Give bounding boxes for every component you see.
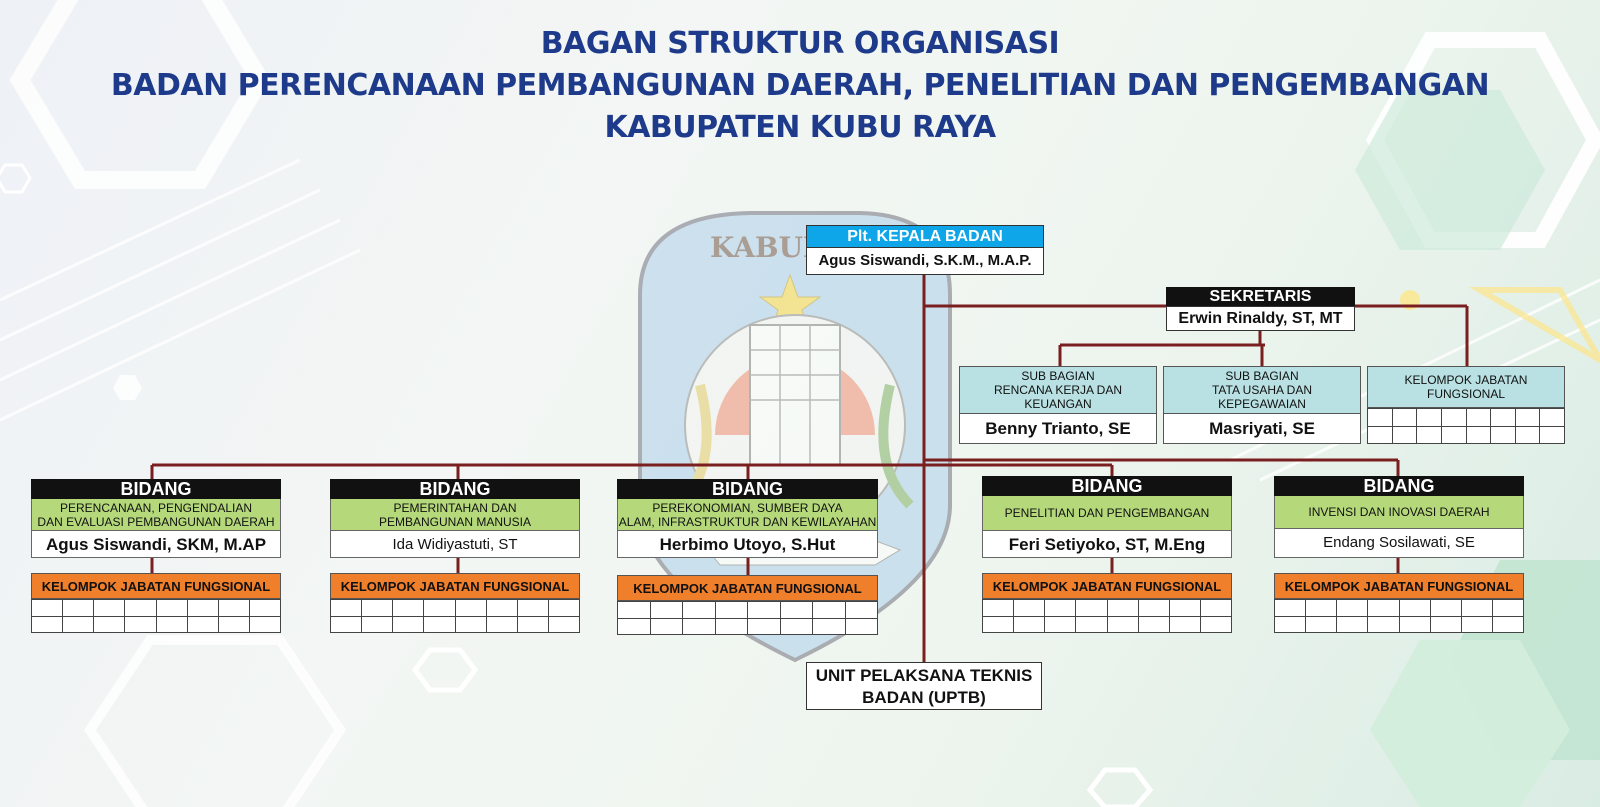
- uptb-box: UNIT PELAKSANA TEKNIS BADAN (UPTB): [806, 662, 1042, 710]
- bidang-5-subtitle: INVENSI DAN INOVASI DAERAH: [1274, 496, 1524, 528]
- bidang-2-name: Ida Widiyastuti, ST: [330, 530, 580, 558]
- bidang-4-kelompok-jabatan: KELOMPOK JABATAN FUNGSIONAL: [982, 573, 1232, 599]
- bidang-5-head: BIDANG: [1274, 476, 1524, 496]
- bidang-4-head: BIDANG: [982, 476, 1232, 496]
- chart-title-line-2: BADAN PERENCANAAN PEMBANGUNAN DAERAH, PE…: [110, 68, 1490, 103]
- uptb-line-2: BADAN (UPTB): [862, 688, 986, 707]
- bidang-3-kelompok-grid: [617, 601, 878, 635]
- bidang-4-kelompok-grid: [981, 599, 1233, 633]
- bidang-5-name: Endang Sosilawati, SE: [1274, 528, 1524, 558]
- kelompok-jabatan-sekretariat-grid: [1367, 408, 1565, 444]
- bidang-1-name: Agus Siswandi, SKM, M.AP: [31, 530, 281, 558]
- sekretaris-name: Erwin Rinaldy, ST, MT: [1166, 306, 1355, 331]
- sub-bagian-2-name: Masriyati, SE: [1163, 414, 1361, 444]
- sub-bagian-1-title: SUB BAGIAN RENCANA KERJA DAN KEUANGAN: [959, 366, 1157, 414]
- bidang-2-kelompok-grid: [329, 599, 581, 633]
- chart-title-line-1: BAGAN STRUKTUR ORGANISASI: [540, 26, 1060, 61]
- bidang-3-head: BIDANG: [617, 479, 878, 499]
- bidang-1-kelompok-jabatan: KELOMPOK JABATAN FUNGSIONAL: [31, 573, 281, 599]
- bidang-5-kelompok-grid: [1273, 599, 1525, 633]
- chart-title-line-3: KABUPATEN KUBU RAYA: [604, 110, 996, 145]
- kepala-badan-name: Agus Siswandi, S.K.M., M.A.P.: [806, 247, 1044, 275]
- sekretaris-title: SEKRETARIS: [1166, 287, 1355, 306]
- kepala-badan-title: Plt. KEPALA BADAN: [806, 225, 1044, 247]
- bidang-4-name: Feri Setiyoko, ST, M.Eng: [982, 530, 1232, 558]
- uptb-line-1: UNIT PELAKSANA TEKNIS: [815, 666, 1033, 685]
- bidang-5-kelompok-jabatan: KELOMPOK JABATAN FUNGSIONAL: [1274, 573, 1524, 599]
- emblem-text: KABUP: [710, 231, 824, 264]
- bidang-3-name: Herbimo Utoyo, S.Hut: [617, 530, 878, 558]
- bidang-2-subtitle: PEMERINTAHAN DAN PEMBANGUNAN MANUSIA: [330, 499, 580, 530]
- bidang-2-head: BIDANG: [330, 479, 580, 499]
- bidang-1-head: BIDANG: [31, 479, 281, 499]
- bidang-3-kelompok-jabatan: KELOMPOK JABATAN FUNGSIONAL: [617, 575, 878, 601]
- sub-bagian-2-title: SUB BAGIAN TATA USAHA DAN KEPEGAWAIAN: [1163, 366, 1361, 414]
- bidang-3-subtitle: PEREKONOMIAN, SUMBER DAYA ALAM, INFRASTR…: [617, 499, 878, 530]
- bidang-4-subtitle: PENELITIAN DAN PENGEMBANGAN: [982, 496, 1232, 530]
- bidang-1-subtitle: PERENCANAAN, PENGENDALIAN DAN EVALUASI P…: [31, 499, 281, 530]
- bidang-1-kelompok-grid: [30, 599, 282, 633]
- sub-bagian-1-name: Benny Trianto, SE: [959, 414, 1157, 444]
- kelompok-jabatan-sekretariat-title: KELOMPOK JABATAN FUNGSIONAL: [1367, 366, 1565, 408]
- bidang-2-kelompok-jabatan: KELOMPOK JABATAN FUNGSIONAL: [330, 573, 580, 599]
